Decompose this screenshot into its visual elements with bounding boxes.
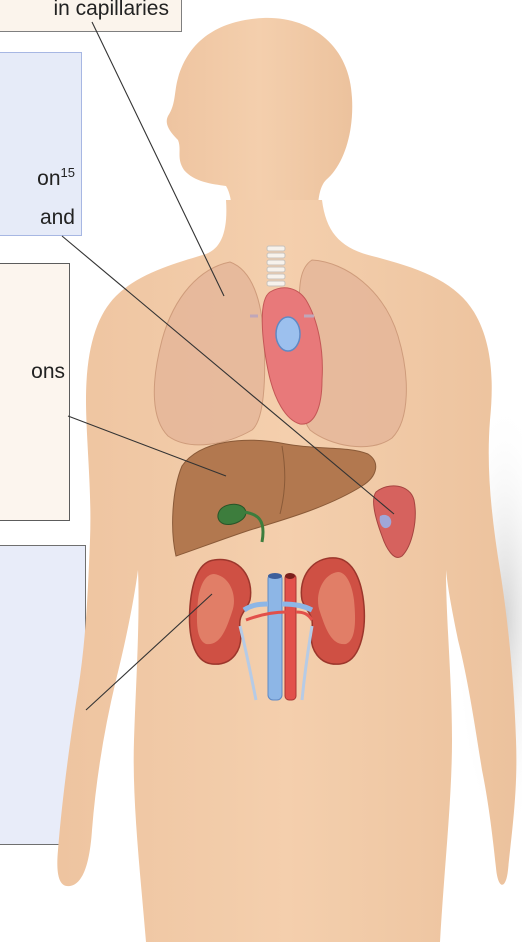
aorta-vessel xyxy=(276,317,300,351)
aorta xyxy=(285,574,296,700)
vena-cava xyxy=(268,574,282,700)
